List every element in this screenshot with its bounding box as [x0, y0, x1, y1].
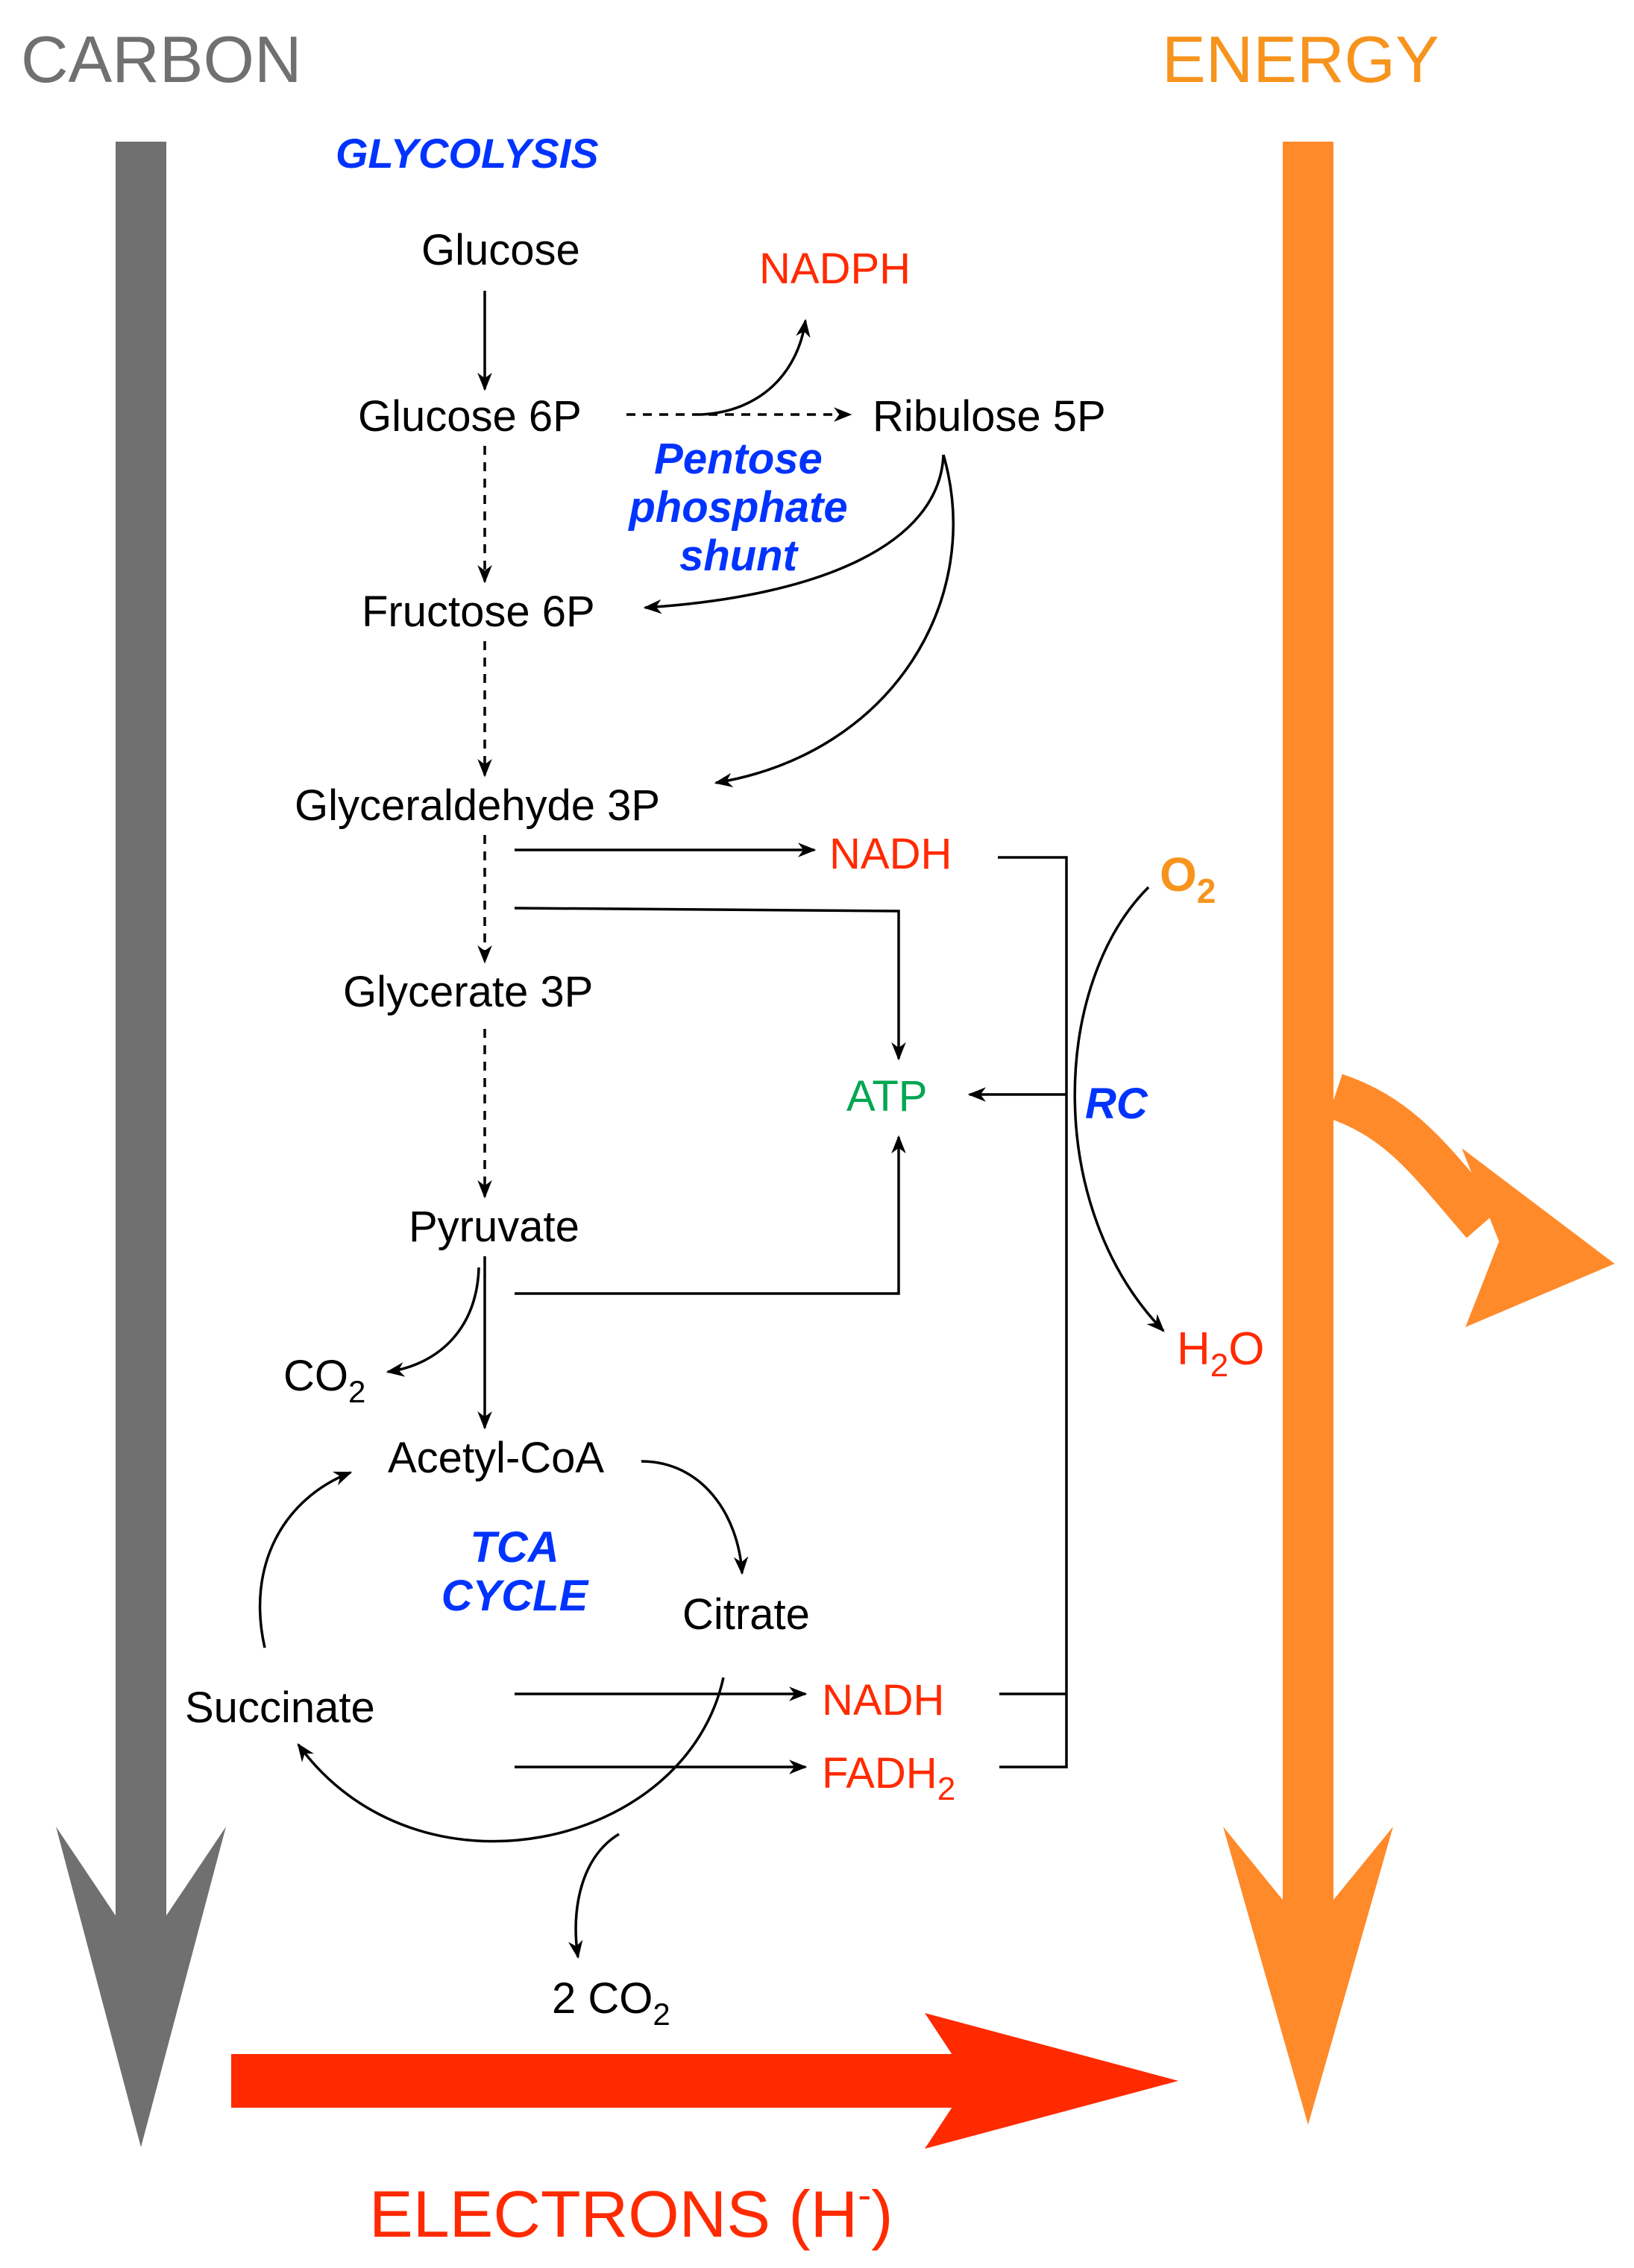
o2-label: O2	[1160, 848, 1216, 910]
pentose-label-2: phosphate	[627, 483, 847, 532]
nadh-label-tca: NADH	[822, 1676, 944, 1724]
electrons-arrow	[231, 2013, 1178, 2149]
glycolysis-label: GLYCOLYSIS	[336, 130, 599, 177]
electron-collector-line	[998, 856, 1068, 1768]
energy-arrow	[1223, 142, 1393, 2125]
glyceraldehyde3p-node: Glyceraldehyde 3P	[295, 781, 660, 830]
fructose6p-node: Fructose 6P	[362, 588, 595, 636]
citrate-to-succinate-arrow	[297, 1677, 725, 1843]
pyruvate-to-co2-arrow	[386, 1267, 480, 1377]
electrons-label: ELECTRONS (H-)	[369, 2173, 893, 2251]
atp-label: ATP	[846, 1072, 928, 1121]
nadh-label-glycolysis: NADH	[829, 830, 952, 878]
glucose6p-node: Glucose 6P	[358, 392, 582, 441]
citrate-node: Citrate	[682, 1590, 810, 1639]
gap-to-atp-arrow	[514, 907, 906, 1061]
pentose-label-1: Pentose	[654, 435, 823, 483]
shunt-to-nadph-arrow	[700, 318, 811, 416]
pyruvate-to-atp-arrow	[515, 1135, 906, 1295]
energy-side-arrow	[1327, 1074, 1615, 1327]
pentose-label-3: shunt	[679, 532, 799, 580]
succinate-node: Succinate	[185, 1683, 375, 1732]
ribulose-to-f6p-arrow	[643, 454, 945, 614]
energy-label: ENERGY	[1162, 22, 1439, 96]
glucose-node: Glucose	[421, 226, 580, 274]
ribulose-to-gap-arrow	[714, 454, 955, 788]
tca-label-1: TCA	[470, 1523, 559, 1572]
glycerate3p-node: Glycerate 3P	[343, 968, 593, 1016]
pyruvate-node: Pyruvate	[409, 1203, 579, 1251]
co2-label-pyruvate: CO2	[283, 1352, 365, 1409]
carbon-label: CARBON	[21, 22, 302, 96]
ribulose5p-node: Ribulose 5P	[873, 392, 1106, 441]
fadh2-label: FADH2	[822, 1749, 955, 1807]
co2-label-tca: 2 CO2	[552, 1974, 670, 2032]
carbon-arrow	[56, 142, 226, 2147]
tca-label-2: CYCLE	[442, 1572, 590, 1620]
rc-label: RC	[1085, 1080, 1148, 1128]
nadph-label: NADPH	[759, 245, 911, 293]
succinate-to-acetylcoa-arrow	[258, 1471, 353, 1648]
o2-to-h2o-arrow	[1073, 886, 1165, 1332]
acetylcoa-node: Acetyl-CoA	[388, 1434, 604, 1482]
tca-to-co2-arrow	[568, 1833, 620, 1959]
h2o-label: H2O	[1177, 1323, 1265, 1384]
acetylcoa-to-citrate-arrow	[641, 1460, 749, 1575]
